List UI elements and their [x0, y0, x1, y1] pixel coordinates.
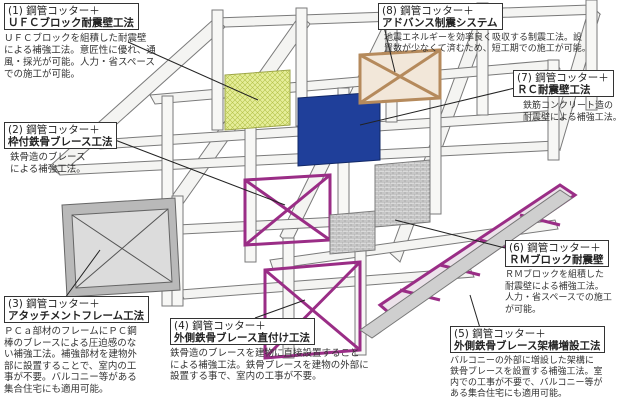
description-line: 置数が少なくて済むため、短工期での施工が可能。	[384, 44, 591, 54]
description-line: 部に設置することで、室内の工	[4, 360, 137, 372]
leader-line-3	[64, 249, 101, 299]
callout-description: ＲＭブロックを組積した 耐震壁による補強工法。 人力・省スペースでの施工 が可能…	[505, 270, 637, 316]
floor-beam-3	[269, 219, 559, 270]
description-line: 風・採光が可能。人力・省スペース	[4, 57, 155, 68]
description-line: 人力・省スペースでの施工	[505, 293, 612, 303]
callout-subtitle: 外側鉄骨ブレース架構増設工法	[454, 340, 601, 352]
callout-label-box: (3) 鋼管コッター＋ アタッチメントフレーム工法	[4, 296, 150, 323]
callout-description: ＵＦＣブロックを組積した耐震壁 による補強工法。意匠性に優れ、通 風・採光が可能…	[4, 33, 194, 81]
callout-subtitle: 外側鉄骨ブレース直付け工法	[174, 332, 310, 344]
description-line: ＵＦＣブロックを組積した耐震壁	[4, 33, 147, 44]
callout-7: (7) 鋼管コッター＋ ＲＣ耐震壁工法 鉄筋コンクリート造の 耐震壁による補強工…	[513, 70, 637, 124]
balcony-slab	[359, 189, 573, 339]
description-line: 棒のブレースによる圧迫感のな	[4, 337, 137, 349]
rm-block-wall	[374, 159, 431, 228]
callout-title: (8) 鋼管コッター＋	[382, 5, 474, 17]
description-line: 設置する事で、室内の工事が不要。	[170, 371, 322, 382]
description-line: 内での工事が不要で、バルコニー等が	[450, 378, 603, 388]
callout-2: (2) 鋼管コッター＋ 枠付鉄骨ブレース工法 鉄骨造のブレース による補強工法。	[4, 122, 154, 176]
callout-title: (7) 鋼管コッター＋	[517, 72, 609, 84]
leader-line-1	[127, 41, 259, 101]
callout-8: (8) 鋼管コッター＋ アドバンス制震システム 地震エネルギーを効率良く吸収する…	[378, 3, 637, 55]
callout-title: (5) 鋼管コッター＋	[454, 328, 546, 340]
callout-description: 地震エネルギーを効率良く吸収する制震工法。設 置数が少なくて済むため、短工期での…	[384, 33, 637, 55]
column	[429, 83, 442, 215]
leader-line-5	[469, 294, 481, 329]
description-line: が可能。	[505, 304, 542, 315]
column	[211, 9, 224, 131]
callout-description: 鉄筋コンクリート造の 耐震壁による補強工法。	[523, 100, 637, 124]
description-line: 耐震壁による補強工法。	[505, 281, 604, 292]
callout-subtitle: ＵＦＣブロック耐震壁工法	[8, 17, 134, 29]
callout-label-box: (7) 鋼管コッター＋ ＲＣ耐震壁工法	[513, 70, 614, 97]
callout-description: バルコニーの外部に増設した架構に 鉄骨ブレースを設置する補強工法。室 内での工事…	[450, 356, 637, 400]
description-line: 鉄骨造のブレースを建物に直接設置すること	[170, 348, 360, 359]
description-line: い補強工法。補強部材を建物外	[4, 349, 138, 360]
callout-description: 鉄骨造のブレース による補強工法。	[10, 152, 154, 176]
callout-subtitle: 枠付鉄骨ブレース工法	[8, 136, 113, 148]
description-line: での施工が可能。	[4, 69, 81, 80]
callout-label-box: (2) 鋼管コッター＋ 枠付鉄骨ブレース工法	[4, 122, 118, 149]
description-line: 事が不要。バルコニー等がある	[4, 372, 137, 383]
column	[585, 0, 598, 111]
callout-6: (6) 鋼管コッター＋ ＲＭブロック耐震壁 ＲＭブロックを組積した 耐震壁による…	[505, 240, 637, 316]
callout-5: (5) 鋼管コッター＋ 外側鉄骨ブレース架構増設工法 バルコニーの外部に増設した…	[450, 326, 637, 400]
callout-subtitle: ＲＣ耐震壁工法	[517, 84, 591, 96]
leader-lines	[64, 9, 516, 329]
leader-line-4	[254, 299, 306, 319]
column	[282, 237, 295, 359]
callout-label-box: (5) 鋼管コッター＋ 外側鉄骨ブレース架構増設工法	[450, 326, 606, 353]
description-line: による補強工法。鉄骨ブレースを建物の外部に	[170, 359, 369, 371]
callout-label-box: (4) 鋼管コッター＋ 外側鉄骨ブレース直付け工法	[170, 318, 315, 345]
description-line: ＲＭブロックを組積した	[505, 270, 605, 280]
callout-subtitle: アドバンス制震システム	[382, 17, 498, 29]
leader-line-7	[359, 87, 516, 126]
callout-title: (4) 鋼管コッター＋	[174, 320, 266, 332]
callout-title: (1) 鋼管コッター＋	[8, 5, 100, 17]
callout-title: (2) 鋼管コッター＋	[8, 124, 100, 136]
callout-description: 鉄骨造のブレースを建物に直接設置すること による補強工法。鉄骨ブレースを建物の外…	[170, 348, 392, 383]
description-line: 集合住宅にも適用可能。	[4, 383, 109, 395]
description-line: 地震エネルギーを効率良く吸収する制震工法。設	[384, 33, 583, 43]
callout-subtitle: ＲＭブロック耐震壁	[509, 254, 604, 266]
description-line: 鉄筋コンクリート造の	[523, 101, 614, 111]
callout-label-box: (6) 鋼管コッター＋ ＲＭブロック耐震壁	[505, 240, 609, 267]
callout-1: (1) 鋼管コッター＋ ＵＦＣブロック耐震壁工法 ＵＦＣブロックを組積した耐震壁…	[4, 3, 194, 81]
description-line: 耐震壁による補強工法。	[523, 113, 622, 123]
column	[547, 59, 560, 161]
callout-4: (4) 鋼管コッター＋ 外側鉄骨ブレース直付け工法 鉄骨造のブレースを建物に直接…	[170, 318, 392, 383]
damper-frame	[358, 48, 442, 105]
rm-block-wall-2	[329, 210, 376, 255]
description-line: 鉄骨ブレースを設置する補強工法。室	[450, 367, 603, 377]
callout-label-box: (1) 鋼管コッター＋ ＵＦＣブロック耐震壁工法	[4, 3, 139, 30]
callout-label-box: (8) 鋼管コッター＋ アドバンス制震システム	[378, 3, 503, 30]
rc-wall	[297, 91, 381, 167]
callout-title: (6) 鋼管コッター＋	[509, 242, 601, 254]
callout-description: ＰＣａ部材のフレームにＰＣ鋼 棒のブレースによる圧迫感のな い補強工法。補強部材…	[4, 326, 176, 395]
leader-line-2	[114, 139, 286, 206]
description-line: 鉄骨造のブレース	[10, 152, 86, 163]
callout-subtitle: アタッチメントフレーム工法	[8, 310, 145, 322]
description-line: ＰＣａ部材のフレームにＰＣ鋼	[4, 326, 137, 337]
description-line: による補強工法。意匠性に優れ、通	[4, 45, 156, 56]
leader-line-6	[394, 219, 506, 249]
callout-title: (3) 鋼管コッター＋	[8, 298, 100, 310]
callout-3: (3) 鋼管コッター＋ アタッチメントフレーム工法 ＰＣａ部材のフレームにＰＣ鋼…	[4, 296, 176, 395]
description-line: による補強工法。	[10, 164, 86, 175]
description-line: バルコニーの外部に増設した架構に	[450, 356, 594, 366]
description-line: ある集合住宅にも適用可能。	[450, 389, 568, 399]
attachment-frame	[61, 197, 181, 298]
